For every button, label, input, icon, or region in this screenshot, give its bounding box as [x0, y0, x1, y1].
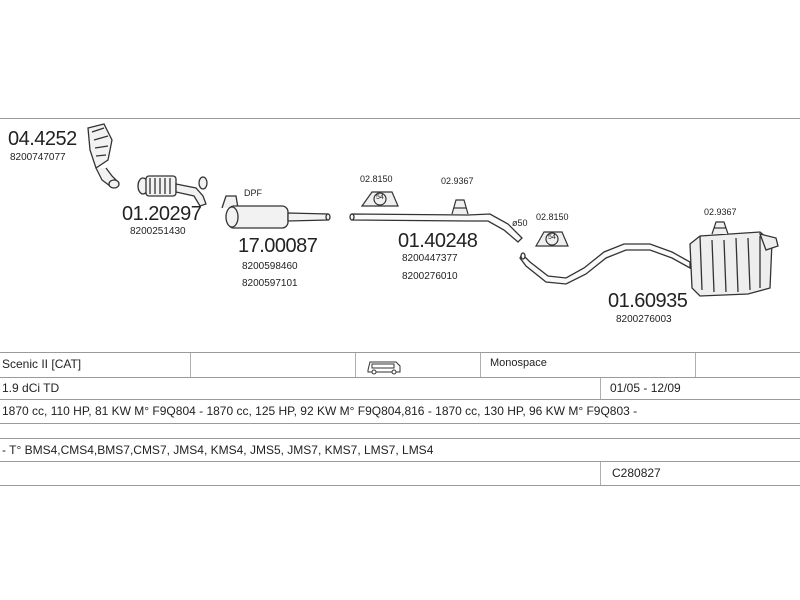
dpf-oem-number-2: 8200597101	[242, 278, 298, 289]
rear-silencer-drawing	[689, 231, 779, 297]
vehicle-types: - T° BMS4,CMS4,BMS7,CMS7, JMS4, KMS4, JM…	[2, 443, 434, 457]
clamp-drawing	[451, 199, 469, 215]
dpf-drawing	[221, 195, 331, 229]
rubber-hanger-drawing	[360, 191, 399, 207]
top-border	[0, 118, 800, 119]
table-divider	[480, 353, 481, 377]
catalytic-converter-drawing	[87, 123, 120, 189]
table-row-border	[0, 438, 800, 439]
production-dates: 01/05 - 12/09	[610, 381, 681, 395]
cat-part-number: 04.4252	[8, 128, 77, 150]
middle-pipe-oem-number-1: 8200447377	[402, 253, 458, 264]
rear-silencer-oem-number: 8200276003	[616, 314, 672, 325]
engine-name: 1.9 dCi TD	[2, 381, 60, 395]
engine-specs: 1870 cc, 110 HP, 81 KW M° F9Q804 - 1870 …	[2, 404, 638, 418]
table-divider	[695, 353, 696, 377]
hanger-b-size: 54	[548, 234, 556, 241]
middle-pipe-drawing	[349, 213, 523, 243]
hanger-a-size: 54	[376, 194, 384, 201]
pipe-diameter-label: ø50	[512, 218, 528, 228]
table-bottom-border	[0, 485, 800, 486]
front-pipe-part-number: 01.20297	[122, 203, 202, 225]
front-pipe-drawing	[137, 175, 208, 207]
table-top-border	[0, 352, 800, 353]
table-row-border	[0, 399, 800, 400]
dpf-part-number: 17.00087	[238, 235, 318, 257]
table-row-border	[0, 423, 800, 424]
dpf-oem-number-1: 8200598460	[242, 261, 298, 272]
rubber-hanger-drawing	[534, 231, 569, 247]
cat-oem-number: 8200747077	[10, 152, 66, 163]
table-divider	[355, 353, 356, 377]
table-row-border	[0, 461, 800, 462]
hanger-b-part-number: 02.8150	[536, 212, 569, 222]
table-row-border	[0, 377, 800, 378]
table-divider	[600, 378, 601, 399]
dpf-label: DPF	[244, 188, 262, 198]
body-type: Monospace	[490, 357, 547, 369]
clamp-drawing	[711, 221, 729, 235]
clamp-a-part-number: 02.9367	[441, 176, 474, 186]
middle-pipe-part-number: 01.40248	[398, 230, 478, 252]
model-name: Scenic II [CAT]	[2, 357, 82, 371]
clamp-b-part-number: 02.9367	[704, 207, 737, 217]
table-divider	[600, 462, 601, 485]
rear-silencer-part-number: 01.60935	[608, 290, 688, 312]
rear-pipe-drawing	[519, 243, 691, 285]
catalog-code: C280827	[612, 466, 661, 480]
hanger-a-part-number: 02.8150	[360, 174, 393, 184]
van-icon	[367, 361, 401, 375]
middle-pipe-oem-number-2: 8200276010	[402, 271, 458, 282]
front-pipe-oem-number: 8200251430	[130, 226, 186, 237]
table-divider	[190, 353, 191, 377]
